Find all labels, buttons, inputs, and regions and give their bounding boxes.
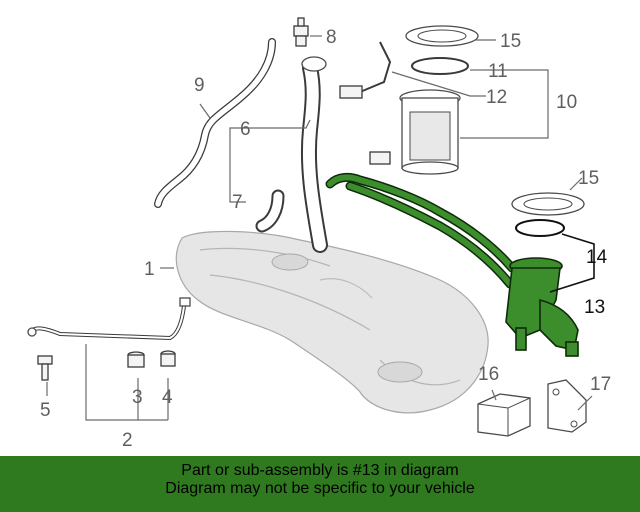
callout-13: 13 — [584, 297, 605, 318]
callout-11: 11 — [488, 61, 508, 82]
nut-part-3 — [127, 351, 145, 368]
parts-diagram: 1 2 3 4 5 6 7 8 9 10 11 12 13 14 15 15 1… — [27, 17, 611, 451]
vent-hose — [154, 38, 276, 208]
callout-15-right: 15 — [578, 168, 599, 189]
callout-10: 10 — [556, 92, 577, 113]
callout-16: 16 — [478, 364, 499, 385]
leader-lines — [46, 35, 595, 421]
filler-pipe — [300, 56, 328, 253]
banner-line-2: Diagram may not be specific to your vehi… — [165, 480, 475, 497]
fuel-tank — [175, 230, 489, 414]
callout-6: 6 — [240, 119, 251, 140]
fuel-sender-assembly — [339, 41, 461, 175]
filler-cap — [293, 17, 309, 47]
callout-1: 1 — [144, 259, 155, 280]
bolt-part-5 — [37, 355, 53, 381]
elbow-hose — [255, 189, 285, 233]
callout-3: 3 — [132, 387, 143, 408]
callout-7: 7 — [232, 192, 243, 213]
callout-17: 17 — [590, 374, 611, 395]
callout-12: 12 — [486, 87, 507, 108]
callout-14: 14 — [586, 247, 608, 268]
callout-15-top: 15 — [500, 31, 521, 52]
callout-5: 5 — [40, 400, 51, 421]
callout-9: 9 — [194, 75, 205, 96]
seal-ring-right — [515, 219, 565, 237]
lock-ring-top — [405, 25, 479, 47]
info-banner: Part or sub-assembly is #13 in diagram D… — [0, 456, 640, 512]
lock-ring-right — [511, 192, 585, 216]
grommet-part-4 — [160, 350, 176, 367]
callout-8: 8 — [326, 27, 337, 48]
mounting-bracket — [547, 379, 587, 433]
highlighted-part-13 — [325, 172, 579, 357]
control-module — [477, 393, 531, 437]
tank-strap — [27, 297, 191, 341]
callout-2: 2 — [122, 430, 133, 451]
banner-line-1: Part or sub-assembly is #13 in diagram — [181, 462, 459, 479]
seal-ring-top — [411, 57, 469, 75]
callout-4: 4 — [162, 387, 173, 408]
callout-labels: 1 2 3 4 5 6 7 8 9 10 11 12 13 14 15 15 1… — [40, 27, 611, 451]
